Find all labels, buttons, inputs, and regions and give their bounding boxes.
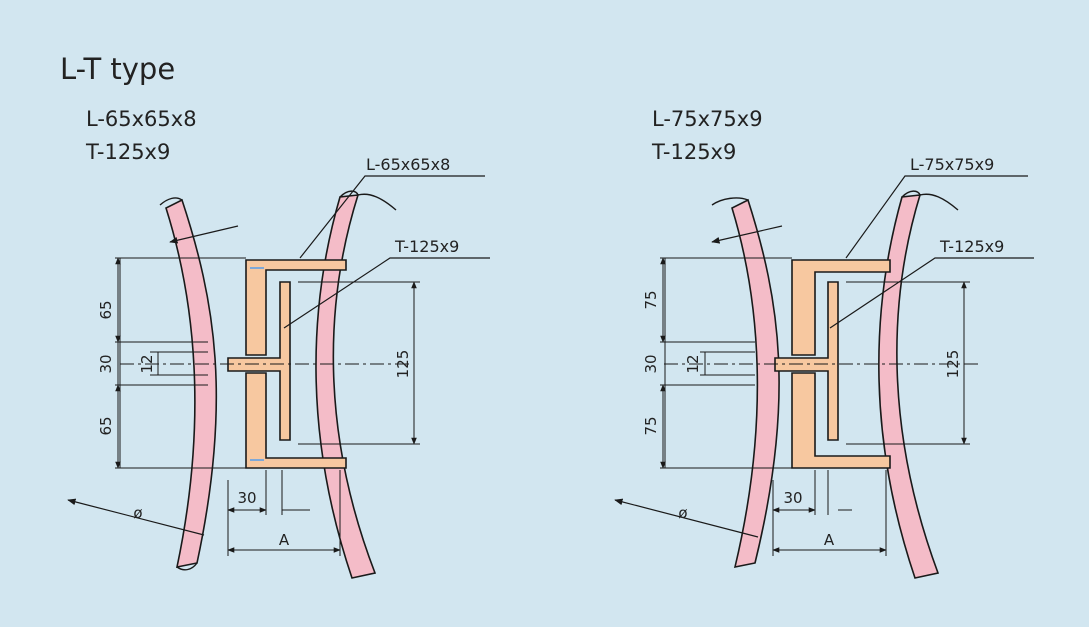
left-dim-bottom: 65 <box>97 416 115 435</box>
left-inner-shell-break-top <box>159 197 183 206</box>
left-inner-shell-break-bottom <box>176 562 198 571</box>
left-dim-height: 125 <box>394 350 412 379</box>
left-outer-shell-break-top <box>339 190 397 211</box>
left-dim-gap: 30 <box>237 489 256 507</box>
left-spec-block: L-65x65x8 T-125x9 <box>86 103 197 169</box>
page-title: L-T type <box>60 52 176 86</box>
right-dim-top: 75 <box>642 290 660 309</box>
right-outer-shell <box>878 194 940 579</box>
right-diagram: L-75x75x9 T-125x9 75 30 12 75 125 30 A ø <box>614 155 1034 579</box>
left-callout-tee: T-125x9 <box>394 237 459 256</box>
right-dim-dia: ø <box>678 504 687 522</box>
right-spec-block: L-75x75x9 T-125x9 <box>652 103 763 169</box>
right-callout-tee: T-125x9 <box>939 237 1004 256</box>
left-spec-tee: T-125x9 <box>86 140 171 164</box>
left-diagram: L-65x65x8 T-125x9 65 30 12 65 125 30 A ø <box>67 155 490 579</box>
left-inner-shell <box>165 198 218 569</box>
left-spec-angle: L-65x65x8 <box>86 107 197 131</box>
left-dim-mid: 30 <box>97 354 115 373</box>
left-dim-dia: ø <box>133 504 142 522</box>
right-spec-tee: T-125x9 <box>652 140 737 164</box>
right-dim-a: A <box>824 531 835 549</box>
right-spec-angle: L-75x75x9 <box>652 107 763 131</box>
left-dim-a: A <box>279 531 290 549</box>
right-dim-gap: 30 <box>783 489 802 507</box>
left-outer-shell <box>315 194 377 579</box>
right-tee-section <box>774 281 839 441</box>
right-dim-mid: 30 <box>642 354 660 373</box>
left-dim-web: 12 <box>138 354 156 373</box>
right-dim-height: 125 <box>944 350 962 379</box>
left-callout-angle: L-65x65x8 <box>366 155 450 174</box>
left-dim-top: 65 <box>97 300 115 319</box>
right-callout-angle: L-75x75x9 <box>910 155 994 174</box>
right-dim-bottom: 75 <box>642 416 660 435</box>
left-tee-section <box>227 281 291 441</box>
right-inner-shell <box>731 198 780 569</box>
right-dim-web: 12 <box>684 354 702 373</box>
